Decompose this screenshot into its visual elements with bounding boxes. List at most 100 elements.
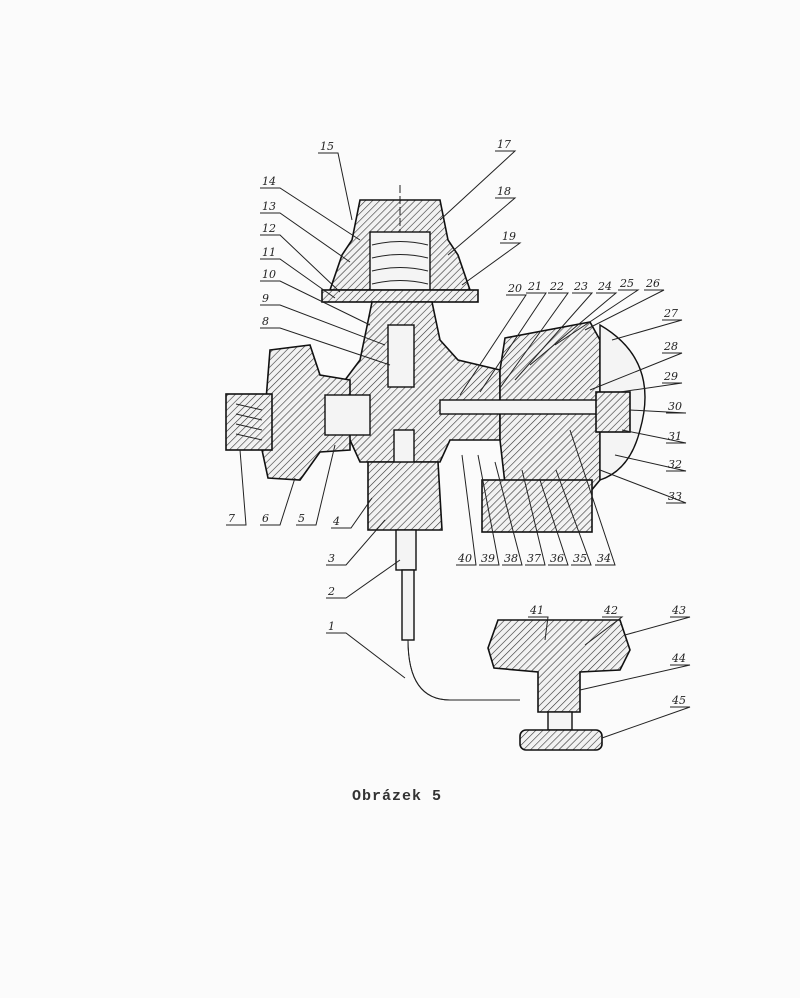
part-label-45: 45 xyxy=(671,694,686,707)
leader-line-8 xyxy=(260,327,391,366)
leader-line-43 xyxy=(624,616,691,636)
leader-line-23 xyxy=(514,292,594,381)
part-label-21: 21 xyxy=(527,280,542,293)
leader-line-28 xyxy=(589,352,683,391)
part-label-39: 39 xyxy=(481,552,495,565)
part-label-18: 18 xyxy=(497,185,511,198)
lower-base xyxy=(481,479,593,533)
leader-line-26 xyxy=(584,289,665,331)
leader-line-22 xyxy=(499,292,569,389)
leader-line-35 xyxy=(555,469,592,566)
part-label-20: 20 xyxy=(507,282,522,295)
leader-line-39 xyxy=(477,454,500,566)
leader-line-5 xyxy=(296,444,336,526)
leader-line-9 xyxy=(260,304,386,346)
leader-line-32 xyxy=(614,454,687,472)
leader-line-12 xyxy=(260,234,341,293)
leader-line-20 xyxy=(459,294,527,396)
part-label-42: 42 xyxy=(603,604,618,617)
part-label-6: 6 xyxy=(262,512,269,525)
leader-line-42 xyxy=(584,616,624,646)
part-label-26: 26 xyxy=(645,277,660,290)
right-stem xyxy=(439,399,611,415)
leader-line-1 xyxy=(326,632,406,679)
part-label-15: 15 xyxy=(320,140,334,153)
leader-line-31 xyxy=(621,429,687,444)
leader-line-11 xyxy=(260,258,336,299)
lower-nut xyxy=(367,461,443,531)
left-plunger xyxy=(324,394,371,436)
leader-line-6 xyxy=(260,477,296,526)
leader-line-19 xyxy=(461,242,522,286)
part-label-19: 19 xyxy=(502,230,516,243)
leader-line-33 xyxy=(599,469,687,504)
bottom-knob xyxy=(519,729,603,751)
part-label-44: 44 xyxy=(671,652,686,665)
mechanical-parts xyxy=(225,185,646,751)
leader-line-25 xyxy=(554,289,640,346)
part-label-17: 17 xyxy=(497,138,511,151)
part-label-33: 33 xyxy=(668,490,682,503)
part-label-4: 4 xyxy=(332,515,340,528)
part-label-14: 14 xyxy=(262,175,276,188)
left-cap xyxy=(225,393,273,451)
leader-line-41 xyxy=(528,616,549,641)
leader-line-37 xyxy=(521,469,546,566)
part-label-13: 13 xyxy=(262,200,276,213)
diaphragm-plate xyxy=(321,289,479,303)
part-label-11: 11 xyxy=(262,246,276,259)
part-label-30: 30 xyxy=(668,400,682,413)
leader-line-17 xyxy=(439,150,517,221)
part-label-12: 12 xyxy=(262,222,276,235)
part-label-7: 7 xyxy=(228,512,235,525)
part-label-37: 37 xyxy=(527,552,541,565)
part-label-40: 40 xyxy=(457,552,472,565)
part-label-3: 3 xyxy=(328,552,335,565)
part-label-28: 28 xyxy=(663,340,678,353)
part-label-25: 25 xyxy=(619,277,634,290)
leader-line-27 xyxy=(611,319,683,341)
part-label-24: 24 xyxy=(597,280,612,293)
leader-line-7 xyxy=(226,449,247,526)
part-label-5: 5 xyxy=(298,512,305,525)
leader-line-2 xyxy=(326,559,401,599)
figure-caption: Obrázek 5 xyxy=(352,788,443,805)
leader-lines xyxy=(226,150,691,739)
upper-valve-seat xyxy=(387,324,415,388)
part-label-36: 36 xyxy=(550,552,564,565)
part-label-38: 38 xyxy=(504,552,518,565)
valve-body xyxy=(344,301,501,463)
leader-line-3 xyxy=(326,519,386,566)
leader-line-34 xyxy=(569,429,616,566)
bottom-knob-stem xyxy=(547,711,573,731)
part-label-31: 31 xyxy=(668,430,682,443)
part-label-34: 34 xyxy=(597,552,611,565)
part-label-35: 35 xyxy=(573,552,587,565)
leader-line-13 xyxy=(260,212,351,263)
leader-line-30 xyxy=(629,409,687,414)
leader-line-10 xyxy=(260,280,371,326)
part-label-2: 2 xyxy=(327,585,335,598)
part-label-1: 1 xyxy=(328,620,335,633)
leader-line-4 xyxy=(331,497,373,529)
leader-line-14 xyxy=(260,187,361,241)
leader-line-21 xyxy=(479,292,547,393)
spring xyxy=(371,241,429,285)
leader-line-38 xyxy=(494,461,523,566)
part-label-41: 41 xyxy=(529,604,544,617)
leader-line-44 xyxy=(579,664,691,691)
part-label-10: 10 xyxy=(262,268,276,281)
spring-chamber xyxy=(369,231,431,291)
pipe-connector xyxy=(395,529,417,571)
part-label-32: 32 xyxy=(668,458,682,471)
bottom-valve-housing xyxy=(487,619,631,713)
part-label-27: 27 xyxy=(663,307,678,320)
part-label-22: 22 xyxy=(549,280,564,293)
part-label-9: 9 xyxy=(262,292,269,305)
leader-line-15 xyxy=(318,152,353,221)
part-label-8: 8 xyxy=(262,315,269,328)
left-housing xyxy=(261,344,351,481)
leader-line-24 xyxy=(529,292,618,366)
